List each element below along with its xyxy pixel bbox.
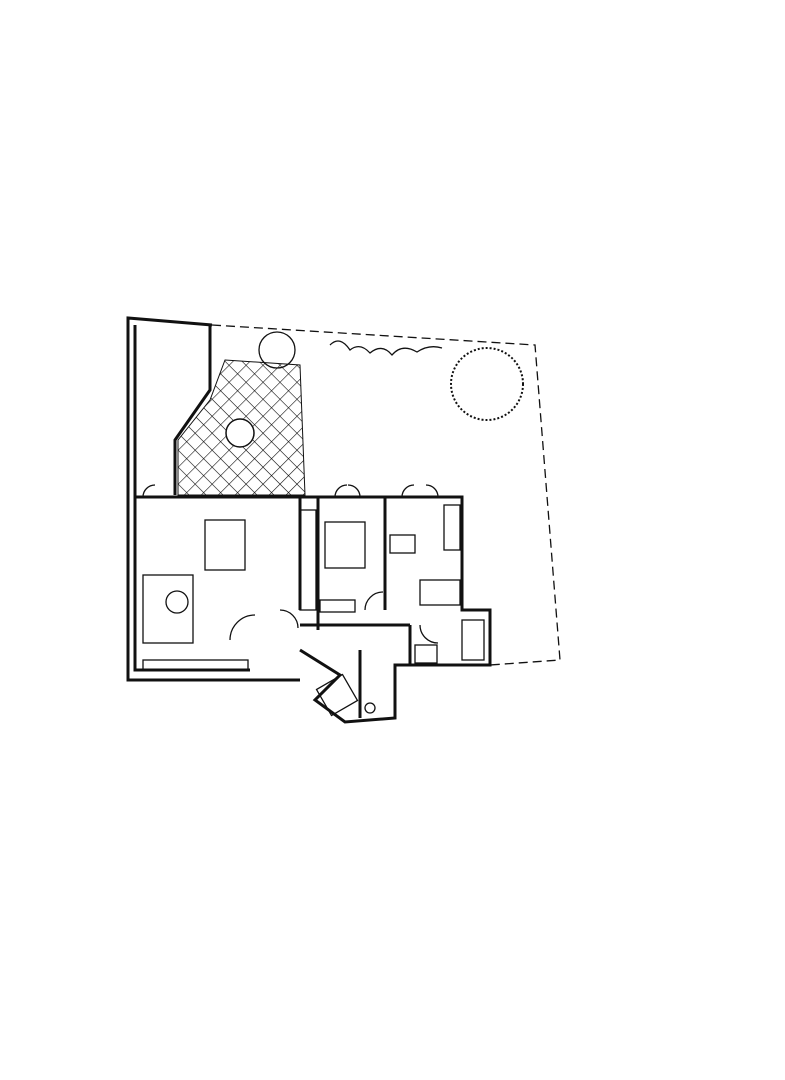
desk: [389, 534, 416, 554]
shelf: [443, 504, 461, 551]
terrace: [177, 359, 306, 496]
wardrobe: [319, 599, 356, 613]
entrance-cabinet: [315, 673, 359, 717]
doors: [142, 484, 439, 644]
exterior-walls: [126, 316, 492, 724]
cabinet: [419, 579, 461, 606]
garden-boundary: [211, 324, 561, 666]
tree-icon: [450, 347, 524, 421]
washbasin: [414, 644, 438, 664]
bed: [324, 521, 366, 569]
sofa: [142, 574, 194, 644]
tree-icon: [258, 331, 296, 369]
toilet: [364, 702, 376, 714]
bathtub: [461, 619, 485, 661]
hedge: [329, 340, 443, 357]
kitchen-counter: [299, 509, 317, 611]
interior-walls: [298, 497, 412, 718]
dining-table: [204, 519, 246, 571]
shelf: [142, 659, 249, 671]
coffee-table: [165, 590, 189, 614]
trees: [258, 331, 524, 421]
furniture: [142, 504, 485, 717]
round-table: [225, 418, 255, 448]
